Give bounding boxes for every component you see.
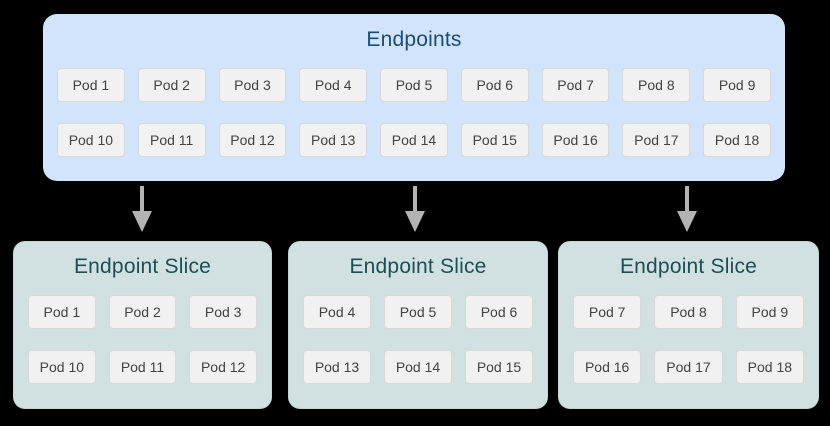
- pod-chip: Pod 17: [622, 123, 691, 157]
- pod-chip: Pod 12: [189, 350, 257, 384]
- pod-chip: Pod 2: [137, 68, 206, 102]
- pod-chip: Pod 6: [460, 68, 529, 102]
- pod-chip: Pod 16: [541, 123, 610, 157]
- slice-pod-grid: Pod 1 Pod 2 Pod 3 Pod 10 Pod 11 Pod 12: [28, 295, 257, 384]
- pod-chip: Pod 1: [57, 68, 125, 102]
- pod-chip: Pod 8: [654, 295, 723, 329]
- endpoints-box: Endpoints Pod 1 Pod 2 Pod 3 Pod 4 Pod 5 …: [43, 14, 785, 181]
- pod-chip: Pod 10: [57, 123, 125, 157]
- pod-chip: Pod 5: [380, 68, 448, 102]
- down-arrow-icon: [132, 186, 152, 232]
- down-arrow-icon: [405, 186, 425, 232]
- pod-chip: Pod 12: [218, 123, 287, 157]
- slice-pod-grid: Pod 4 Pod 5 Pod 6 Pod 13 Pod 14 Pod 15: [303, 295, 533, 384]
- pod-chip: Pod 11: [108, 350, 177, 384]
- pod-chip: Pod 18: [735, 350, 804, 384]
- pod-chip: Pod 11: [137, 123, 206, 157]
- endpoint-slice-box-3: Endpoint Slice Pod 7 Pod 8 Pod 9 Pod 16 …: [558, 241, 819, 409]
- slice-pod-grid: Pod 7 Pod 8 Pod 9 Pod 16 Pod 17 Pod 18: [573, 295, 804, 384]
- pod-chip: Pod 16: [573, 350, 642, 384]
- pod-chip: Pod 5: [384, 295, 452, 329]
- pod-chip: Pod 15: [465, 350, 533, 384]
- pod-chip: Pod 7: [573, 295, 642, 329]
- pod-chip: Pod 15: [460, 123, 529, 157]
- pod-chip: Pod 10: [28, 350, 96, 384]
- pod-chip: Pod 1: [28, 295, 96, 329]
- pod-chip: Pod 9: [703, 68, 771, 102]
- down-arrow-icon: [677, 186, 697, 232]
- pod-chip: Pod 8: [622, 68, 691, 102]
- pod-chip: Pod 14: [380, 123, 448, 157]
- endpoint-slice-title: Endpoint Slice: [619, 255, 758, 278]
- pod-chip: Pod 2: [108, 295, 177, 329]
- pod-chip: Pod 14: [384, 350, 452, 384]
- pod-chip: Pod 9: [735, 295, 804, 329]
- endpoints-title: Endpoints: [366, 28, 462, 51]
- endpoint-slice-box-2: Endpoint Slice Pod 4 Pod 5 Pod 6 Pod 13 …: [288, 241, 548, 409]
- endpoint-slice-title: Endpoint Slice: [349, 255, 487, 278]
- pod-chip: Pod 3: [218, 68, 287, 102]
- pod-chip: Pod 17: [654, 350, 723, 384]
- pod-chip: Pod 18: [703, 123, 771, 157]
- endpoint-slice-box-1: Endpoint Slice Pod 1 Pod 2 Pod 3 Pod 10 …: [13, 241, 272, 409]
- endpoint-slice-title: Endpoint Slice: [73, 255, 212, 278]
- endpoints-pod-grid: Pod 1 Pod 2 Pod 3 Pod 4 Pod 5 Pod 6 Pod …: [57, 68, 771, 157]
- pod-chip: Pod 6: [465, 295, 533, 329]
- pod-chip: Pod 13: [303, 350, 371, 384]
- pod-chip: Pod 3: [189, 295, 257, 329]
- pod-chip: Pod 13: [299, 123, 368, 157]
- pod-chip: Pod 7: [541, 68, 610, 102]
- pod-chip: Pod 4: [299, 68, 368, 102]
- pod-chip: Pod 4: [303, 295, 371, 329]
